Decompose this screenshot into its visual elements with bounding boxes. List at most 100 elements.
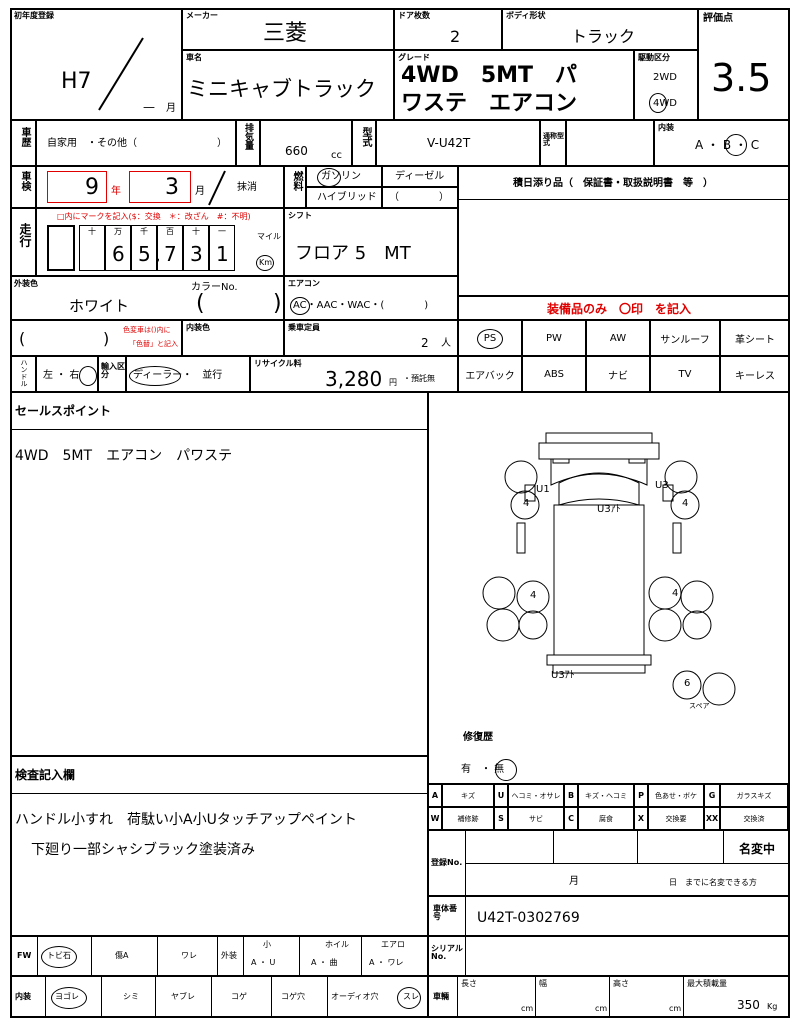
aircon-value: AC・AAC・WAC・( ) [293,300,429,311]
color-change-note1: 色変車は()内に [123,326,171,334]
body-value: トラック [571,27,636,46]
fw-row: FW トビ石 傷A ワレ 外装 小 A ・ U ホイル A ・ 曲 エアロ A … [10,936,428,976]
history-box: 自家用 ・その他（ ） [36,120,236,166]
grade-line1: 4WD 5MT パ [401,63,578,88]
exterior-color-label: 外装色 [14,279,38,288]
interior-item-stain: シミ [123,992,139,1001]
diagram-label-u3-center: U3ｱﾄ [597,504,621,515]
model-label: 型式 [360,127,371,147]
equipment-cell: PS [458,320,522,356]
interior-item-audio-hole: オーディオ穴 [331,992,379,1001]
legend-meaning: 交換済 [720,807,788,830]
height-label: 高さ [613,979,629,988]
history-label: 車歴 [19,127,30,147]
fuel-diesel-cell: ディーゼル [382,166,458,187]
inspection-notes-line2: 下廻り一部シャシブラック塗装済み [31,842,255,858]
capacity-value: 2 [421,336,429,350]
length-unit: cm [521,1004,534,1013]
serial-box: シリアルNo. [428,936,790,976]
fw-item-scratch: 傷A [115,951,129,960]
score-label: 評価点 [703,13,733,24]
grade-box: グレード 4WD 5MT パ ワステ エアコン [394,50,634,120]
interior-color-label: 内装色 [186,323,210,332]
interior-color-box: 内装色 [182,320,284,356]
odometer-separator: , [155,245,161,266]
aircon-ac-circle [290,297,310,315]
mileage-label-box: 走行 [10,208,36,276]
score-value: 3.5 [711,56,772,100]
equipment-cell: AW [586,320,650,356]
slash-mark [98,37,144,111]
color-no-label: カラーNo. [191,282,238,293]
truck-diagram [482,432,736,706]
shift-box: シフト フロア 5 MT [284,208,458,276]
common-model-label: 通称型式 [543,132,564,147]
wheel-label: ホイル [325,940,349,949]
interior-grade-box: 内装 A ・ B ・ C [654,120,790,166]
legend-meaning: 補修跡 [442,807,494,830]
model-box: V-U42T [376,120,540,166]
max-load-value: 350 [737,998,760,1012]
inspection-cancel: 抹消 [237,182,257,193]
aircon-box: エアコン AC・AAC・WAC・( ) [284,276,458,320]
tire-depth-rear-left: 4 [530,590,537,601]
fw-label: FW [17,951,32,960]
displacement-label-box: 排気量 [236,120,260,166]
fuel-other: （ ） [389,192,449,203]
dimensions-box: 車輛 長さ cm 幅 cm 高さ cm 最大積載量 350 Kg [428,976,790,1018]
spare-label: スペア [689,702,710,710]
equipment-cell: サンルーフ [650,320,720,356]
equipment-label: PW [546,332,562,344]
equipment-title: 装備品のみ 〇印 を記入 [547,302,692,316]
mileage-mark-box [47,225,75,271]
chassis-label: 車体番号 [433,904,457,921]
shift-value: フロア 5 MT [295,243,411,264]
fuel-gas-cell: ガソリン [306,166,382,187]
first-reg-value: H7 [61,69,92,94]
diagram-label-u3-right: U3 [655,480,669,491]
legend-code: C [564,807,578,830]
import-label-box: 輸入区分 [98,356,126,392]
inspection-label-box: 車検 [10,166,36,208]
drive-4wd-circle [649,93,667,113]
damage-diagram-box: U1 U3 U3ｱﾄ U3ｱﾄ 4 4 4 4 6 スペア 修復歴 有 ・ 無 [428,392,790,784]
grade-line2: ワステ エアコン [401,91,578,116]
recycle-box: リサイクル料 3,280 円 ・預託無 [250,356,458,392]
width-label: 幅 [539,979,547,988]
displacement-box: 660 cc [260,120,352,166]
legend-meaning: サビ [508,807,564,830]
legend-code: S [494,807,508,830]
inspection-year: 9 [85,175,99,200]
diagram-label-u1: U1 [536,484,550,495]
inspection-year-suffix: 年 [111,186,121,197]
odometer-unit-label: 十 [192,227,200,236]
first-reg-month-suffix: 月 [166,103,176,114]
odometer-unit-label: 一 [218,227,226,236]
dimensions-label: 車輛 [433,992,449,1001]
first-registration-box: 初年度登録 H7 — 月 [10,8,182,120]
odometer-unit-label: 十 [88,227,96,236]
inspection-notes-title: 検査記入欄 [15,768,76,782]
max-load-unit: Kg [767,1002,778,1011]
maker-label: メーカー [186,11,218,20]
doors-label: ドア枚数 [398,11,430,20]
equipment-cell: PW [522,320,586,356]
drive-label: 駆動区分 [638,53,670,62]
recycle-deposit: ・預託無 [403,374,435,383]
equipment-label: エアバック [465,370,515,382]
legend-meaning: 交換要 [648,807,704,830]
color-change-box: ( ) 色変車は()内に 「色替」と記入 [10,320,182,356]
fuel-diesel: ディーゼル [395,171,445,182]
registration-deadline: 日 までに名変できる方 [669,878,757,887]
drive-box: 駆動区分 2WD 4WD [634,50,698,120]
legend-meaning: ヘコミ・オサレ [508,784,564,807]
body-label: ボディ形状 [506,11,546,20]
interior-item-tear: ヤブレ [171,992,195,1001]
documents-box: 積日添り品（ 保証書・取扱説明書 等 ） [458,166,790,296]
color-change-note2: 「色替」と記入 [129,340,178,348]
